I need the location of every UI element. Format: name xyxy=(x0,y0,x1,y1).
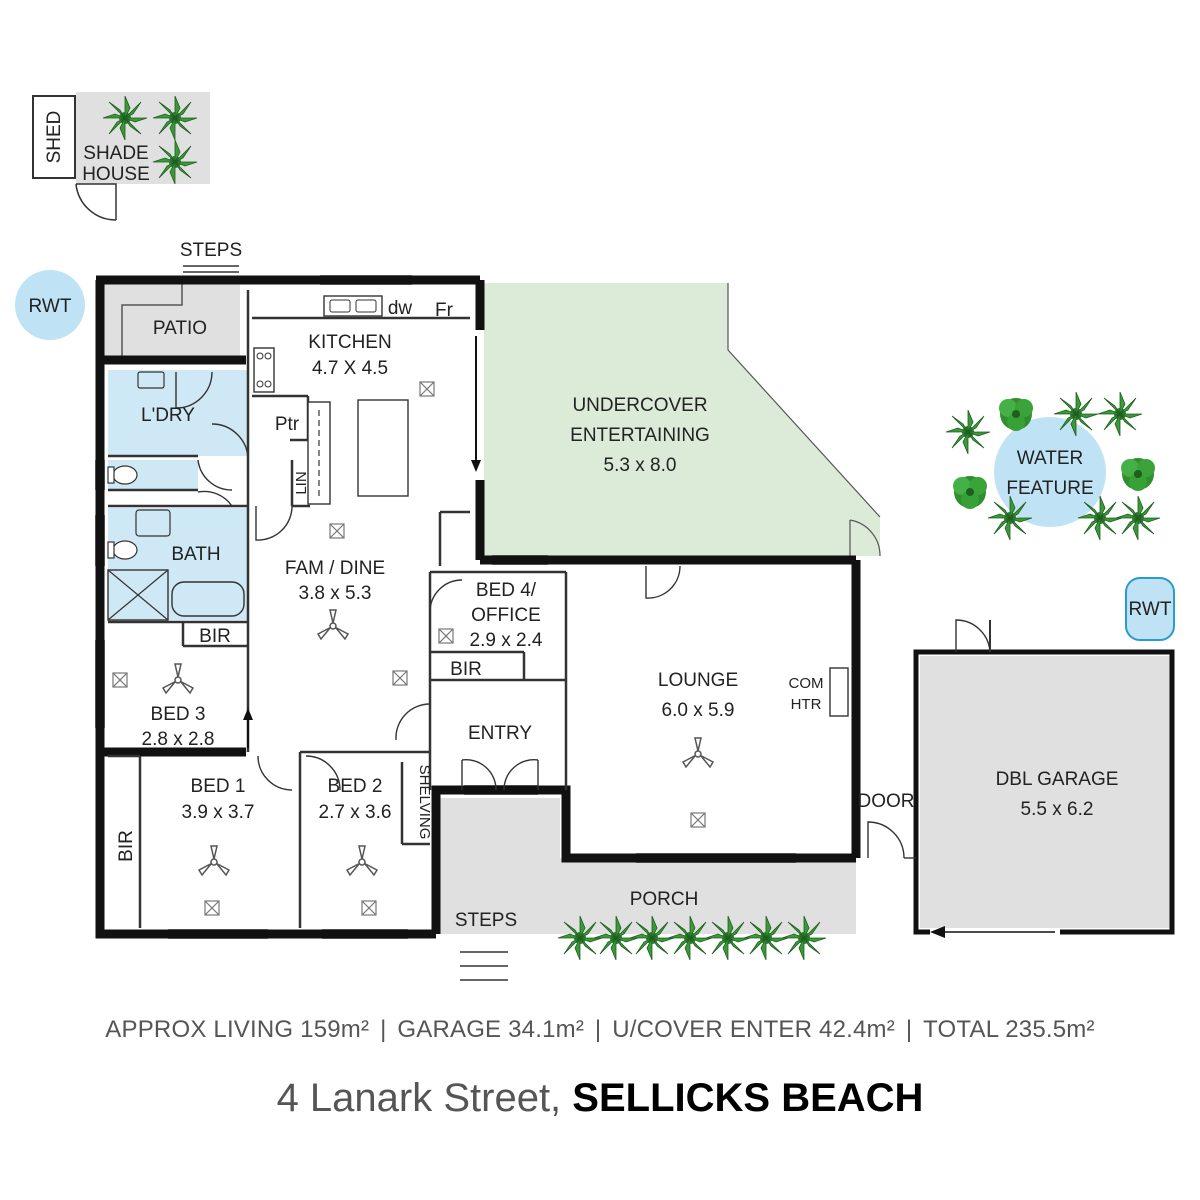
bed1-label: BED 1 xyxy=(191,776,246,797)
porch-label: PORCH xyxy=(630,889,699,910)
rwt-right-label: RWT xyxy=(1129,599,1172,620)
steps-top-label: STEPS xyxy=(180,240,242,261)
bed2-size: 2.7 x 3.6 xyxy=(319,802,392,823)
undercover-label-1: UNDERCOVER xyxy=(572,395,707,416)
pantry-label: Ptr xyxy=(275,414,300,435)
sink-icon xyxy=(323,295,383,317)
kitchen-size: 4.7 X 4.5 xyxy=(312,358,388,379)
bed3-bir-label: BIR xyxy=(199,626,231,647)
cooktop-icon xyxy=(253,347,275,393)
fridge-label: Fr xyxy=(435,300,454,321)
porch-steps xyxy=(460,951,508,981)
address: 4 Lanark Street, SELLICKS BEACH xyxy=(0,1076,1200,1121)
interior-walls xyxy=(108,290,568,928)
exterior-walls xyxy=(95,275,861,939)
kitchen-island xyxy=(357,399,409,497)
separator-2: | xyxy=(594,1016,602,1043)
laundry-area xyxy=(108,370,248,456)
com-htr-label-1: COM xyxy=(789,675,824,692)
linen-label: LIN xyxy=(293,471,310,494)
dishwasher-label: dw xyxy=(388,298,413,319)
bed4-label-2: OFFICE xyxy=(471,605,541,626)
vanity-basin-icon xyxy=(135,509,171,537)
lounge-label: LOUNGE xyxy=(658,670,738,691)
bed4-bir-label: BIR xyxy=(450,659,482,680)
shower-icon xyxy=(107,569,169,621)
garage-area-text: GARAGE 34.1m² xyxy=(397,1016,585,1043)
toilet-icon-2 xyxy=(112,540,138,560)
patio-area xyxy=(98,283,240,356)
rwt-left-label: RWT xyxy=(29,296,72,317)
bed4-label-1: BED 4/ xyxy=(476,580,537,601)
address-suburb: SELLICKS BEACH xyxy=(572,1076,924,1120)
undercover-area-text: U/COVER ENTER 42.4m² xyxy=(612,1016,895,1043)
floor-plan: SHED SHADE HOUSE RWT STEPS xyxy=(15,92,1175,981)
porch-area xyxy=(438,798,856,934)
water-feature-pond xyxy=(994,417,1106,527)
shed-label: SHED xyxy=(44,111,65,164)
water-feature-label-1: WATER xyxy=(1017,448,1084,469)
area-summary: APPROX LIVING 159m² | GARAGE 34.1m² | U/… xyxy=(0,1016,1200,1044)
water-feature-label-2: FEATURE xyxy=(1006,478,1093,499)
garage-walls xyxy=(913,649,1175,935)
kitchen-label: KITCHEN xyxy=(308,332,391,353)
separator-3: | xyxy=(905,1016,913,1043)
undercover-size: 5.3 x 8.0 xyxy=(604,455,677,476)
bed3-size: 2.8 x 2.8 xyxy=(142,729,215,750)
bed2-label: BED 2 xyxy=(328,776,383,797)
toilet-icon xyxy=(112,465,138,485)
patio-label: PATIO xyxy=(153,318,207,339)
door-swings xyxy=(175,371,991,859)
shade-house-door xyxy=(75,183,117,221)
fam-dine-size: 3.8 x 5.3 xyxy=(299,583,372,604)
shelving-label: SHELVING xyxy=(416,765,433,840)
entry-label: ENTRY xyxy=(468,723,532,744)
fam-dine-label: FAM / DINE xyxy=(285,558,385,579)
total-area: TOTAL 235.5m² xyxy=(923,1016,1095,1043)
bed1-bir-label: BIR xyxy=(116,830,137,862)
undercover-label-2: ENTERTAINING xyxy=(570,425,710,446)
living-area: APPROX LIVING 159m² xyxy=(105,1016,370,1043)
heater-icon xyxy=(829,667,849,717)
bath-label: BATH xyxy=(171,544,220,565)
rwt-tank-right xyxy=(1125,577,1175,641)
bed1-size: 3.9 x 3.7 xyxy=(182,802,255,823)
garage-label: DBL GARAGE xyxy=(996,769,1119,790)
laundry-label: L'DRY xyxy=(141,405,195,426)
steps-bottom-label: STEPS xyxy=(455,910,517,931)
windows xyxy=(95,275,796,939)
door-label: DOOR xyxy=(858,791,915,812)
separator-1: | xyxy=(380,1016,387,1043)
garage-size: 5.5 x 6.2 xyxy=(1021,799,1094,820)
shade-house-label-1: SHADE xyxy=(83,143,148,164)
address-street: 4 Lanark Street, xyxy=(276,1076,562,1120)
shed-box xyxy=(32,95,76,179)
bed4-size: 2.9 x 2.4 xyxy=(470,630,543,651)
laundry-tub-icon xyxy=(137,371,165,389)
bathtub-icon xyxy=(171,581,245,617)
garage-area xyxy=(920,656,1170,928)
rwt-tank-left xyxy=(15,270,85,340)
undercover-area xyxy=(484,283,880,556)
lounge-size: 6.0 x 5.9 xyxy=(662,700,735,721)
com-htr-label-2: HTR xyxy=(791,696,822,713)
bed3-label: BED 3 xyxy=(151,704,206,725)
shade-house-label-2: HOUSE xyxy=(82,164,150,185)
